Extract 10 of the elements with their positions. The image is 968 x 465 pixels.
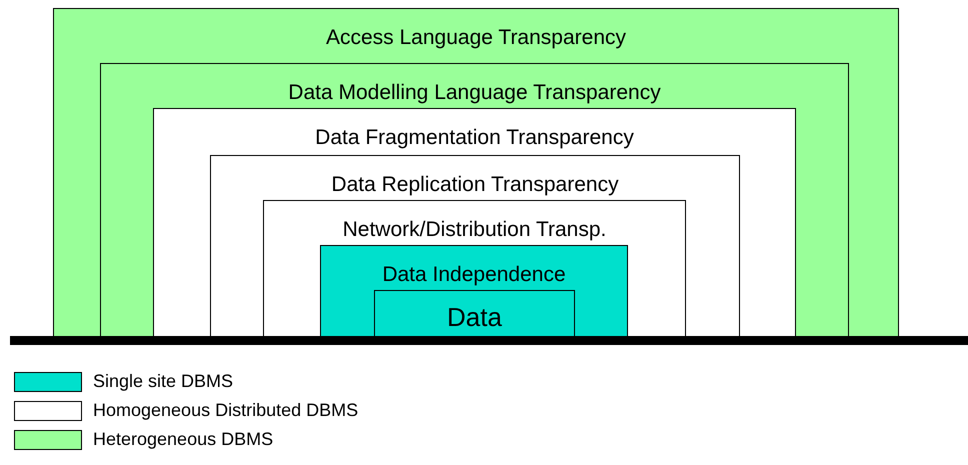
layer-label: Data Independence	[382, 264, 566, 285]
legend-label: Single site DBMS	[93, 371, 234, 392]
layer-label: Data Modelling Language Transparency	[288, 82, 661, 103]
layer-label: Access Language Transparency	[326, 27, 626, 48]
legend-label: Homogeneous Distributed DBMS	[93, 400, 358, 421]
layer-label: Data Fragmentation Transparency	[315, 127, 634, 148]
layer-label: Data	[447, 304, 502, 330]
legend-label: Heterogeneous DBMS	[93, 429, 274, 450]
layer-label: Network/Distribution Transp.	[342, 219, 606, 240]
layer-label: Data Replication Transparency	[331, 174, 619, 195]
